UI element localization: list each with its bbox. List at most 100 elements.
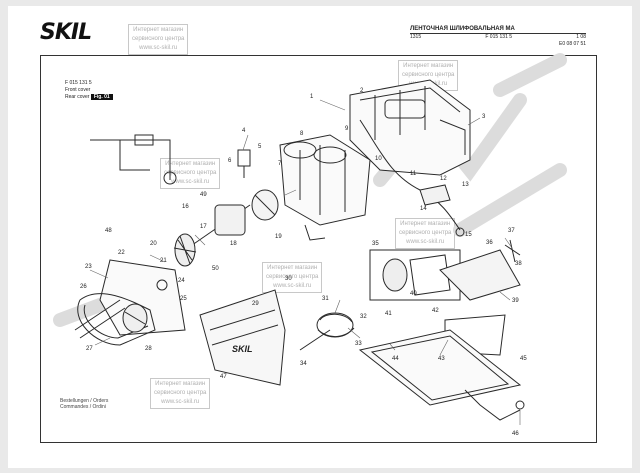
part-number: 31 — [322, 296, 329, 302]
leader-lines — [89, 99, 521, 425]
part-number: 14 — [420, 206, 427, 212]
part-number: 7 — [278, 161, 282, 167]
part-number: 41 — [385, 311, 392, 317]
watermark-line: Интернет магазин — [267, 265, 318, 271]
info-line: F 015 131 5 — [65, 80, 92, 86]
part-number: 34 — [300, 361, 307, 367]
part-number: 29 — [252, 301, 259, 307]
watermark-line: сервисного центра — [164, 170, 217, 176]
info-line: Front cover — [65, 87, 91, 93]
part-number: 46 — [512, 431, 519, 437]
part-number: 4 — [242, 128, 246, 134]
diagram-linework: SKIL — [74, 79, 525, 425]
watermark-line: www.sc-skil.ru — [161, 399, 200, 405]
part-number: 10 — [375, 156, 382, 162]
part-number: 42 — [432, 308, 439, 314]
part-number: 1 — [310, 94, 314, 100]
part-number: 45 — [520, 356, 527, 362]
part-number: 48 — [105, 228, 112, 234]
part-number: 21 — [160, 258, 167, 264]
part-number: 2 — [360, 88, 364, 94]
part-number: 3 — [482, 114, 486, 120]
part-number: 18 — [230, 241, 237, 247]
part-number: 28 — [145, 346, 152, 352]
figure-badge: Fig. 01 — [90, 94, 113, 100]
part-number: 43 — [438, 356, 445, 362]
code-right: 1 08 — [576, 34, 586, 40]
part-number: 12 — [440, 176, 447, 182]
part-number: 23 — [85, 264, 92, 270]
ref-row: E0 08 07 51 — [410, 41, 586, 48]
footer-note-line: Bestellungen / Orders — [60, 398, 109, 404]
diagram-frame — [40, 55, 597, 443]
part-number: 9 — [345, 126, 349, 132]
watermark-line: сервисного центра — [266, 274, 319, 280]
model-label: 1315 — [410, 34, 422, 40]
gear-housing-part — [279, 134, 371, 241]
sanding-pad-part — [358, 314, 525, 421]
part-number: 30 — [285, 276, 292, 282]
footer-note-line: Commandes / Ordini — [60, 404, 106, 410]
reference-code: E0 08 07 51 — [559, 41, 586, 47]
watermark-line: www.sc-skil.ru — [171, 179, 210, 185]
part-number: 49 — [200, 192, 207, 198]
watermark-line: www.sc-skil.ru — [273, 283, 312, 289]
part-number: 19 — [275, 234, 282, 240]
title-block: ЛЕНТОЧНАЯ ШЛИФОВАЛЬНАЯ МА 1315 F 015 131… — [410, 26, 586, 48]
part-number: 32 — [360, 314, 367, 320]
watermark-line: сервисного центра — [399, 230, 452, 236]
watermark-line: Интернет магазин — [403, 63, 454, 69]
watermark-line: сервисного центра — [132, 36, 185, 42]
switch-cable-part — [359, 119, 465, 237]
part-number: 6 — [228, 158, 232, 164]
part-number: 13 — [462, 182, 469, 188]
part-number: 36 — [486, 240, 493, 246]
belt-assembly-part — [74, 259, 186, 346]
watermark-line: сервисного центра — [154, 390, 207, 396]
part-number: 5 — [258, 144, 262, 150]
footer-note: Bestellungen / Orders Commandes / Ordini — [60, 398, 108, 410]
part-number: 37 — [508, 228, 515, 234]
title-row: 1315 F 015 131 5 1 08 — [410, 34, 586, 41]
part-number: 25 — [180, 296, 187, 302]
watermark-box: Интернет магазин сервисного центра www.s… — [128, 24, 189, 55]
document-title: ЛЕНТОЧНАЯ ШЛИФОВАЛЬНАЯ МА — [410, 26, 586, 34]
base-plate-part: SKIL — [199, 289, 286, 386]
model-info: F 015 131 5 Front cover Rear cover Fig. … — [65, 80, 113, 101]
skil-logo: SKIL — [40, 20, 92, 45]
part-number: 26 — [80, 284, 87, 290]
part-number: 40 — [410, 291, 417, 297]
sanding-frame-part — [369, 239, 521, 301]
part-number: 44 — [392, 356, 399, 362]
spring-part — [299, 312, 355, 351]
code-left: F 015 131 5 — [485, 34, 513, 40]
watermark-line: Интернет магазин — [400, 221, 451, 227]
watermark-line: Интернет магазин — [165, 161, 216, 167]
part-number: 35 — [372, 241, 379, 247]
part-number: 33 — [355, 341, 362, 347]
part-number: 47 — [220, 374, 227, 380]
part-number: 8 — [300, 131, 304, 137]
part-number: 22 — [118, 250, 125, 256]
part-number: 39 — [512, 298, 519, 304]
part-number: 11 — [410, 171, 417, 177]
part-number: 38 — [515, 261, 522, 267]
watermark-line: Интернет магазин — [133, 27, 184, 33]
info-line: Rear cover — [65, 94, 90, 100]
part-number: 16 — [182, 204, 189, 210]
brush-holder-part — [90, 134, 251, 185]
part-number-labels: 1 2 3 4 5 6 7 8 9 10 11 12 13 14 15 16 1… — [80, 88, 527, 437]
part-number: 15 — [465, 232, 472, 238]
watermark-line: сервисного центра — [402, 72, 455, 78]
armature-part — [173, 189, 279, 267]
part-number: 20 — [150, 241, 157, 247]
part-number: 17 — [200, 224, 207, 230]
watermark-box: Интернет магазин сервисного центра www.s… — [262, 262, 323, 293]
part-number: 24 — [178, 278, 185, 284]
watermark-line: Интернет магазин — [155, 381, 206, 387]
watermark-line: www.sc-skil.ru — [139, 45, 178, 51]
watermark-line: www.sc-skil.ru — [406, 239, 445, 245]
part-number: 50 — [212, 266, 219, 272]
part-number: 27 — [86, 346, 93, 352]
